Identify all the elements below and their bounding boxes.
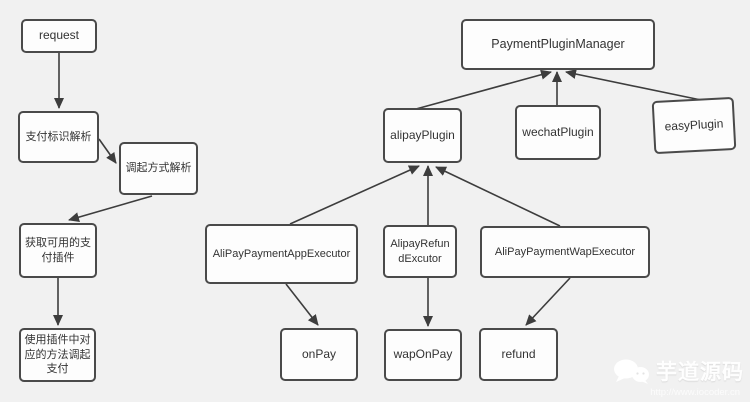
node-wap-executor-label: AliPayPaymentWapExecutor bbox=[494, 245, 636, 258]
edge-parse_pay_id-to-parse_invoke bbox=[98, 138, 117, 164]
node-refund-executor: AlipayRefundExcutor bbox=[383, 225, 457, 278]
node-easy-plugin: easyPlugin bbox=[651, 96, 737, 155]
node-get-plugins: 获取可用的支付插件 bbox=[19, 223, 97, 278]
edge-app_executor-to-on_pay bbox=[285, 283, 319, 326]
node-parse-invoke-label: 调起方式解析 bbox=[125, 162, 192, 175]
node-invoke-pay-label: 使用插件中对应的方法调起支付 bbox=[24, 334, 91, 376]
watermark-brand: 芋道源码 bbox=[656, 361, 744, 384]
node-request-label: request bbox=[38, 28, 80, 43]
node-on-pay-label: onPay bbox=[301, 346, 337, 361]
node-refund: refund bbox=[479, 328, 558, 381]
node-parse-pay-id: 支付标识解析 bbox=[18, 111, 99, 163]
chat-bubbles-icon bbox=[613, 358, 651, 385]
node-parse-pay-id-label: 支付标识解析 bbox=[25, 130, 92, 143]
node-wechat-plugin: wechatPlugin bbox=[515, 105, 601, 160]
node-refund-executor-label: AlipayRefundExcutor bbox=[390, 237, 450, 265]
edge-alipay_plugin-to-manager bbox=[415, 69, 552, 110]
node-wap-on-pay: wapOnPay bbox=[384, 329, 462, 381]
node-alipay-plugin: alipayPlugin bbox=[383, 108, 462, 163]
node-refund-label: refund bbox=[501, 346, 536, 361]
watermark: 芋道源码 http://www.iocoder.cn bbox=[594, 356, 744, 402]
edge-easy_plugin-to-manager bbox=[565, 69, 702, 101]
node-get-plugins-label: 获取可用的支付插件 bbox=[25, 236, 91, 264]
node-app-executor: AliPayPaymentAppExecutor bbox=[205, 224, 358, 284]
edge-wap_executor-to-refund bbox=[525, 277, 571, 326]
edge-app_executor-to-alipay_plugin bbox=[289, 165, 420, 225]
node-request: request bbox=[21, 19, 97, 53]
node-alipay-plugin-label: alipayPlugin bbox=[390, 127, 455, 142]
node-on-pay: onPay bbox=[280, 328, 358, 381]
edge-parse_invoke-to-get_plugins bbox=[68, 195, 153, 223]
edge-wap_executor-to-alipay_plugin bbox=[435, 166, 561, 227]
watermark-url: http://www.iocoder.cn bbox=[650, 387, 740, 398]
node-payment-plugin-manager-label: PaymentPluginManager bbox=[491, 37, 625, 52]
node-wechat-plugin-label: wechatPlugin bbox=[522, 124, 594, 139]
node-wap-executor: AliPayPaymentWapExecutor bbox=[480, 226, 650, 278]
node-easy-plugin-label: easyPlugin bbox=[664, 116, 724, 134]
node-parse-invoke: 调起方式解析 bbox=[119, 142, 198, 195]
node-app-executor-label: AliPayPaymentAppExecutor bbox=[212, 247, 351, 260]
node-payment-plugin-manager: PaymentPluginManager bbox=[461, 19, 655, 70]
node-wap-on-pay-label: wapOnPay bbox=[393, 347, 453, 362]
node-invoke-pay: 使用插件中对应的方法调起支付 bbox=[19, 328, 96, 382]
